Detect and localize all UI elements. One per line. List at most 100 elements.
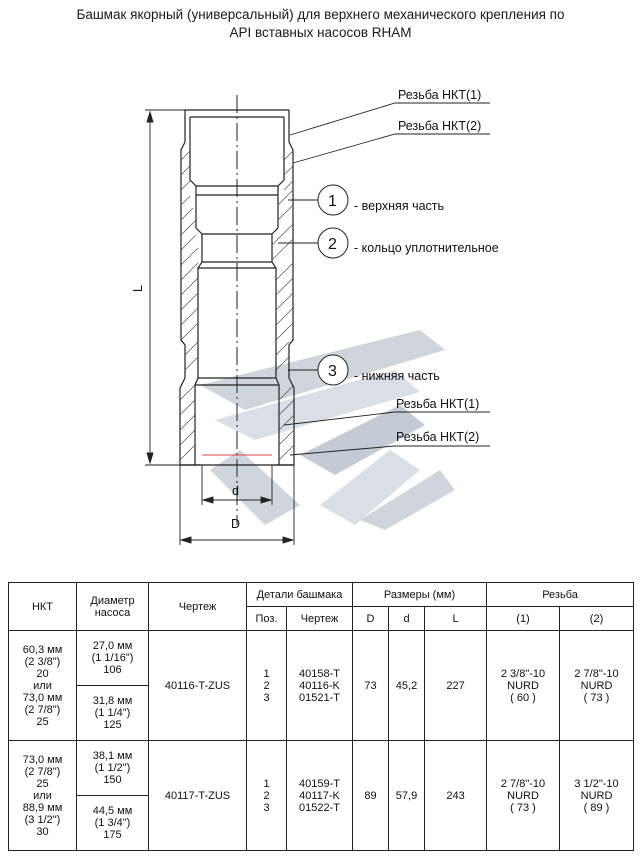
row1-part-line: 01521-T [299,691,340,704]
row1-nkt-line: 60,3 мм [22,643,63,656]
row1-thread-2-line: NURD [580,679,613,692]
row1-L: 227 [424,630,488,741]
inner-right-profile [271,117,285,465]
header-pos: Поз. [246,606,287,631]
row1-thread-1: 2 3/8"-10 NURD ( 60 ) [486,630,561,741]
row1-thread-1-line: ( 60 ) [510,691,536,704]
callout-bottom-thread-1-label: Резьба НКТ(1) [396,397,479,411]
row2-part-line: 01522-T [299,801,340,814]
row2-pos-line: 2 [263,789,270,802]
watermark-chevron-6 [360,470,455,530]
row1-nkt-line: 25 [36,715,49,728]
row2-pos-line: 1 [263,777,270,790]
watermark-chevron-2 [215,370,420,440]
row2-nkt-line: 73,0 мм [22,753,63,766]
shoe-body [179,109,295,466]
row1-thread-2-line: 2 7/8"-10 [574,667,619,680]
row2-pos: 1 2 3 [246,740,287,851]
spec-table: НКТ Диаметр насоса Чертеж Детали башмака… [8,582,635,851]
row1-nkt-line: 20 [36,667,49,680]
dimension-L [145,109,185,466]
row1-part-line: 40116-K [299,679,340,692]
outer-left-profile [179,110,200,466]
row2-part-line: 40159-T [299,777,340,790]
row2-nkt-line: 88,9 мм [22,801,63,814]
row2-thread-1-line: ( 73 ) [510,801,536,814]
dim-L-label: L [131,285,145,292]
row1-D: 73 [352,630,390,741]
inner-left-profile [189,117,203,465]
callout-top-thread-1 [289,102,490,136]
row2-nkt: 73,0 мм (2 7/8") 25 или 88,9 мм (3 1/2")… [8,740,77,851]
header-pump-diameter: Диаметр насоса [76,582,149,631]
row2-pump-b-line: 44,5 мм [92,805,133,817]
row1-pump-b-line: 31,8 мм [92,695,133,707]
row2-nkt-line: 30 [36,825,49,838]
row2-nkt-line: (2 7/8") [24,765,61,778]
row1-part-line: 40158-T [299,667,340,680]
row2-thread-2-line: ( 89 ) [583,801,610,814]
callout-3-number: 3 [328,363,337,380]
header-nkt: НКТ [8,582,77,631]
row2-L: 243 [424,740,488,851]
row2-pump-a-line: 38,1 мм [92,750,133,762]
header-thread-1: (1) [486,606,561,631]
row1-pump-a: 27,0 мм (1 1/16") 106 [76,630,149,686]
callout-1-text: - верхняя часть [354,199,444,213]
row1-pump-b-line: (1 1/4") [94,707,131,719]
row1-d: 45,2 [388,630,426,741]
row2-nkt-line: (3 1/2") [24,813,61,826]
row1-thread-2: 2 7/8"-10 NURD ( 73 ) [559,630,635,741]
header-thread-2: (2) [559,606,635,631]
row2-nkt-line: 25 [36,777,49,790]
callout-top-thread-1-label: Резьба НКТ(1) [398,88,481,102]
row1-pump-b: 31,8 мм (1 1/4") 125 [76,685,149,741]
row2-drawing: 40117-T-ZUS [148,740,247,851]
row2-thread-1: 2 7/8"-10 NURD ( 73 ) [486,740,561,851]
callout-bottom-thread-2 [289,445,490,456]
row2-thread-2-line: 3 1/2"-10 [574,777,619,790]
watermark-chevron-5 [320,450,420,525]
callout-bottom-thread-1 [283,411,490,426]
row1-drawing: 40116-T-ZUS [148,630,247,741]
row2-pump-a-line: (1 1/2") [94,762,131,774]
header-part-drawing: Чертеж [285,606,354,631]
technical-drawing: L d D Резьба НКТ(1) Резьба НКТ(2) 1 - ве… [131,88,499,545]
header-shoe-parts: Детали башмака [245,582,354,607]
row1-nkt-line: или [33,679,52,692]
row2-thread-1-line: NURD [507,789,539,802]
row2-D: 89 [352,740,390,851]
row1-thread-2-line: ( 73 ) [583,691,610,704]
row1-pos: 1 2 3 [246,630,287,741]
header-dimensions: Размеры (мм) [352,582,488,607]
watermark-chevron-4 [210,450,300,525]
title-line-1: Башмак якорный (универсальный) для верхн… [76,7,565,22]
header-drawing: Чертеж [148,582,247,631]
callout-2-number: 2 [328,236,337,253]
header-thread: Резьба [486,582,635,607]
row1-thread-1-line: NURD [507,679,539,692]
dim-D-label: D [231,517,240,531]
outer-right-profile [274,110,295,466]
callout-3-text: - нижняя часть [354,369,440,383]
row1-nkt-line: (2 3/8") [24,655,61,668]
row1-pos-line: 3 [263,691,270,704]
row1-pump-a-line: (1 1/16") [91,652,134,664]
row2-pump-b-line: (1 3/4") [94,817,131,829]
row1-pump-b-line: 125 [103,719,122,731]
row2-parts: 40159-T 40117-K 01522-T [285,740,354,851]
watermark-chevron-3 [300,405,425,475]
row2-pos-line: 3 [263,801,270,814]
row1-nkt-line: 73,0 мм [22,691,63,704]
header-pump-diameter-line-1: Диаметр [90,594,135,607]
dim-d-label: d [232,484,239,498]
dimension-D [179,465,295,545]
callout-1-number: 1 [328,193,337,210]
section-hatching [179,150,295,461]
callout-top-thread-2-label: Резьба НКТ(2) [398,119,481,133]
row1-pump-a-line: 106 [103,664,122,676]
callout-bottom-thread-2-label: Резьба НКТ(2) [396,430,479,444]
row2-pump-b: 44,5 мм (1 3/4") 175 [76,795,149,851]
callout-1 [288,184,349,216]
row1-thread-1-line: 2 3/8"-10 [500,667,546,680]
